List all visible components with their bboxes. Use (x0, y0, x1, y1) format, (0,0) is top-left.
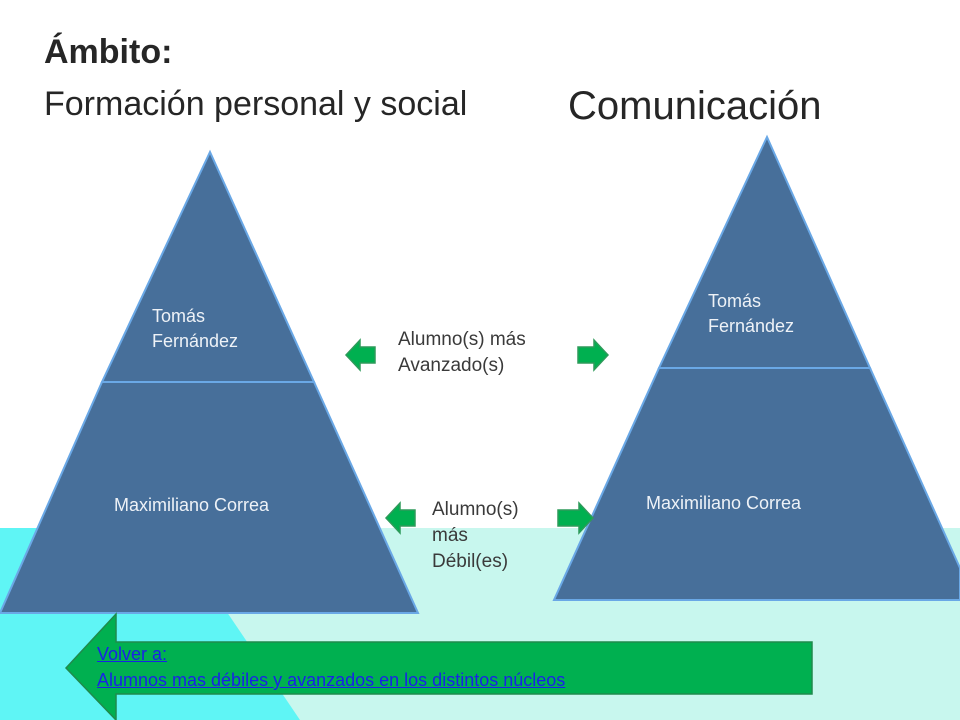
right-pyramid-top-label: Tomás Fernández (708, 291, 795, 336)
right-pyramid (552, 134, 960, 601)
weak-students-label: Alumno(s) más Débil(es) (432, 499, 519, 572)
arrow-left-advanced-icon (344, 338, 376, 372)
left-pyramid-bottom-section (0, 381, 420, 614)
left-pyramid (0, 149, 420, 614)
right-pyramid-bottom-label: Maximiliano Correa (646, 493, 802, 513)
arrow-left-weak-icon (384, 501, 416, 535)
comunicacion-title: Comunicación (568, 84, 822, 128)
back-link-line1[interactable]: Volver a: (97, 644, 168, 664)
back-arrow-icon[interactable] (64, 612, 813, 720)
back-link-line2[interactable]: Alumnos mas débiles y avanzados en los d… (97, 670, 566, 690)
ambito-value: Formación personal y social (44, 85, 468, 123)
right-pyramid-bottom-section (552, 367, 960, 601)
ambito-title: Ámbito: (44, 33, 173, 71)
advanced-students-label: Alumno(s) más Avanzado(s) (398, 329, 526, 376)
arrow-right-weak-icon (557, 501, 595, 535)
left-pyramid-top-label: Tomás Fernández (152, 306, 239, 351)
left-pyramid-bottom-label: Maximiliano Correa (114, 495, 270, 515)
back-navigation: Volver a: Alumnos mas débiles y avanzado… (97, 641, 565, 693)
arrow-right-advanced-icon (577, 338, 610, 372)
